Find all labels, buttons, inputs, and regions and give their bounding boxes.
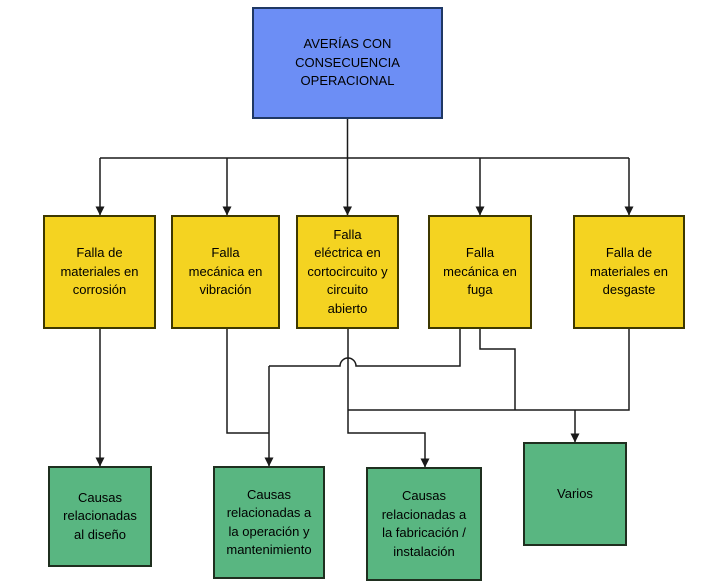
connector-fuga-right-joint xyxy=(479,329,516,410)
node-falla-corrosion: Falla de materiales en corrosión xyxy=(43,215,156,329)
node-falla-desgaste: Falla de materiales en desgaste xyxy=(573,215,685,329)
connector-desgaste-bus xyxy=(348,329,630,411)
node-falla-electrica: Falla eléctrica en cortocircuito y circu… xyxy=(296,215,399,329)
connector-vibracion-joint xyxy=(226,329,269,434)
node-varios: Varios xyxy=(523,442,627,546)
node-falla-fuga: Falla mecánica en fuga xyxy=(428,215,532,329)
connector-electrica-to-fabricacion xyxy=(347,329,430,468)
node-causas-operacion: Causas relacionadas a la operación y man… xyxy=(213,466,325,579)
node-causas-diseno: Causas relacionadas al diseño xyxy=(48,466,152,567)
node-averias-root: AVERÍAS CON CONSECUENCIA OPERACIONAL xyxy=(252,7,443,119)
node-falla-vibracion: Falla mecánica en vibración xyxy=(171,215,280,329)
connector-fuga-left-hop xyxy=(269,329,461,367)
node-causas-fabricacion: Causas relacionadas a la fabricación / i… xyxy=(366,467,482,581)
